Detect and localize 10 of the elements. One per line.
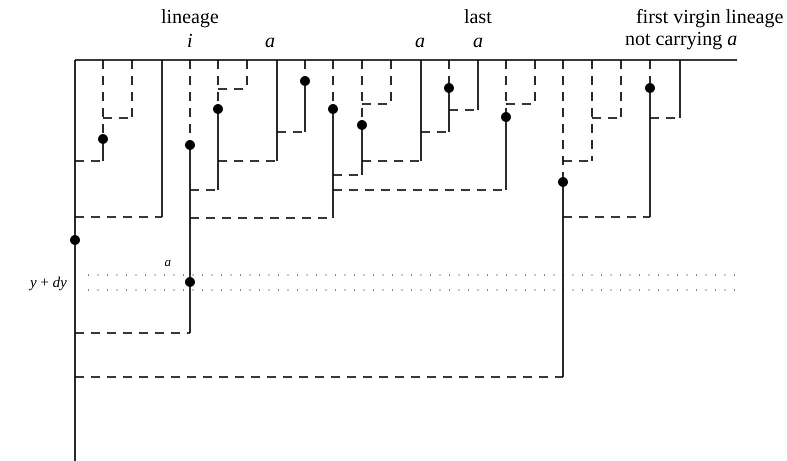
lineage-label: first virgin lineage (636, 7, 784, 27)
last-label: last (464, 7, 492, 27)
level-label: y + dy (30, 276, 67, 291)
allele-symbol: a (265, 31, 275, 51)
allele-symbol: a (473, 31, 483, 51)
allele-symbol: a (164, 255, 171, 268)
lineage-symbol: i (187, 31, 193, 51)
allele-symbol: a (415, 31, 425, 51)
lineage-label: not carrying a (625, 29, 738, 49)
lineage-label: lineage (161, 7, 219, 27)
